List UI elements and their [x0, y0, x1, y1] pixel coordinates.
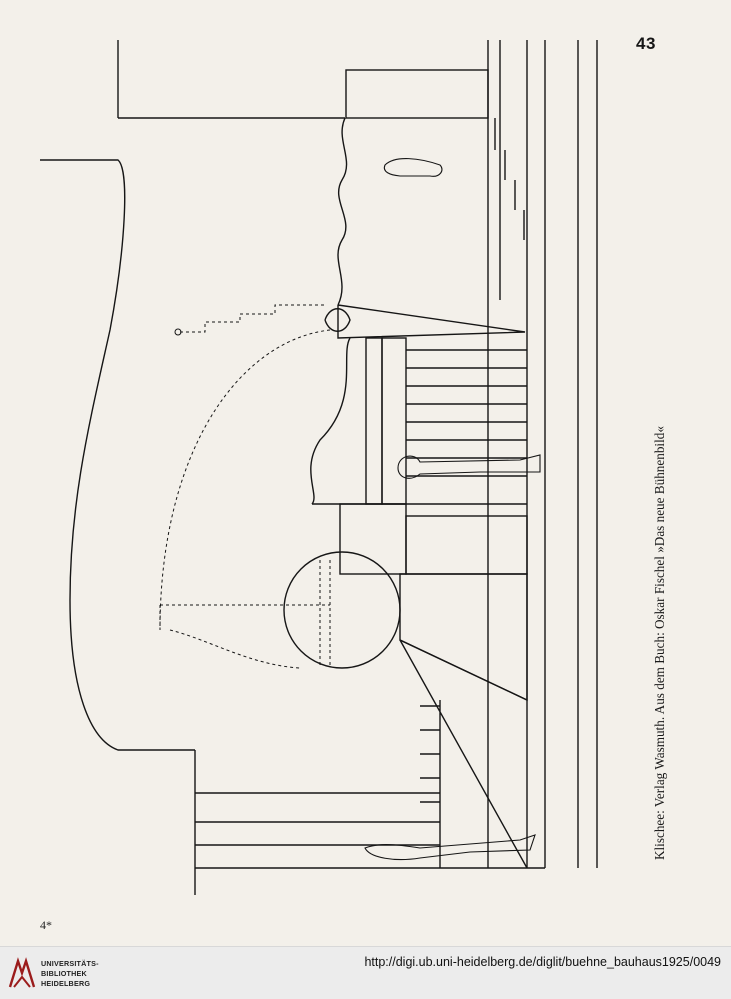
dashed-arc [159, 329, 331, 631]
balcony-post-1 [365, 337, 383, 505]
figure-top [383, 158, 443, 177]
signature-mark: 4* [40, 918, 52, 932]
tick-marks [420, 705, 440, 803]
figure-balcony [397, 454, 541, 479]
library-logo[interactable]: UNIVERSITÄTS- BIBLIOTHEK HEIDELBERG [8, 955, 128, 993]
bottom-lines [195, 792, 440, 846]
ramp-line [399, 639, 528, 701]
logo-text-line-3: HEIDELBERG [41, 979, 91, 988]
left-profile-curve [40, 159, 195, 751]
curtain-wave [337, 117, 348, 306]
footer-bar: UNIVERSITÄTS- BIBLIOTHEK HEIDELBERG http… [0, 946, 731, 999]
balcony-bracket [310, 337, 351, 505]
lower-block [405, 515, 528, 575]
dashed-table [159, 560, 331, 665]
dashed-base [169, 629, 301, 669]
logo-text-line-2: BIBLIOTHEK [41, 969, 87, 978]
top-box [345, 69, 489, 119]
round-element [283, 551, 401, 669]
platform-knob [324, 308, 351, 332]
image-caption: Klischee: Verlag Wasmuth. Aus dem Buch: … [652, 426, 667, 860]
balcony-rails [406, 349, 527, 477]
diagonal-ramp [399, 639, 528, 869]
page-number: 43 [636, 34, 656, 53]
dashed-end-dot [174, 328, 182, 336]
logo-text-line-1: UNIVERSITÄTS- [41, 959, 99, 968]
figure-bottom [364, 834, 536, 861]
source-url[interactable]: http://digi.ub.uni-heidelberg.de/diglit/… [364, 955, 721, 969]
lower-stage [399, 573, 528, 702]
stage-drawing [40, 40, 598, 895]
platform-wedge [337, 304, 526, 339]
middle-block [339, 503, 407, 575]
heidelberg-library-logo-icon [8, 957, 36, 988]
dashed-steps [180, 304, 325, 333]
stair-steps [494, 118, 525, 240]
scanned-page: 43 Klischee: Verlag Wasmuth. Aus dem Buc… [0, 0, 731, 946]
balcony-post-2 [381, 337, 407, 505]
